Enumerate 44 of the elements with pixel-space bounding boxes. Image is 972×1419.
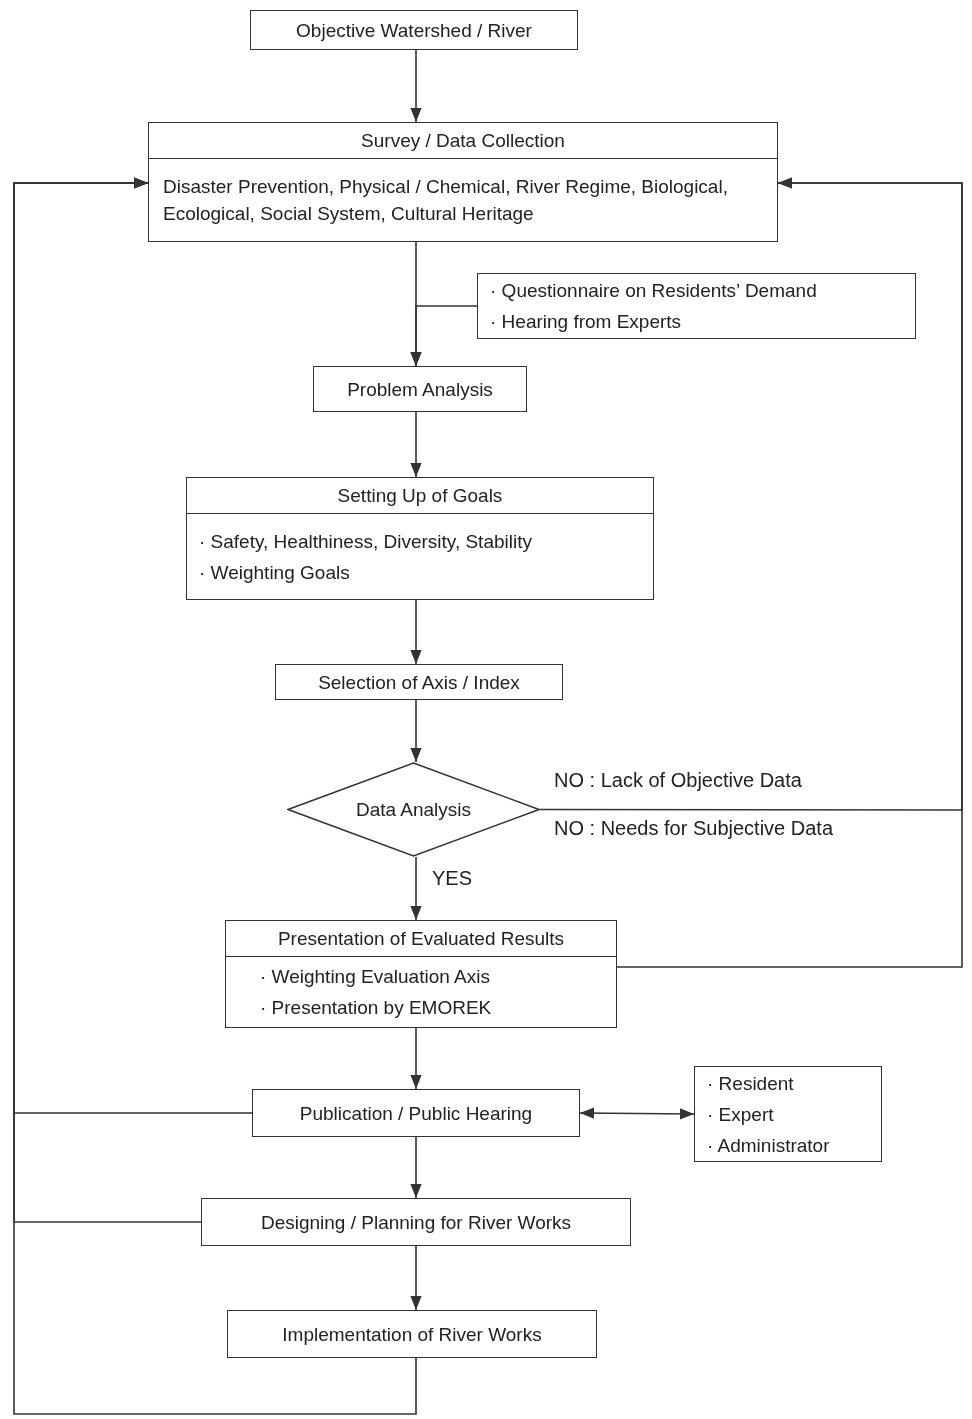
box-text: · Resident <box>706 1071 795 1096</box>
arrow <box>410 49 422 123</box>
arrow <box>579 1107 695 1120</box>
decision-diamond <box>287 762 540 857</box>
box-text: · Hearing from Experts <box>489 310 683 334</box>
process-box <box>186 477 654 600</box>
arrow <box>13 177 417 1415</box>
box-text: · Expert <box>706 1102 775 1127</box>
process-box <box>313 366 527 412</box>
arrow <box>410 699 422 763</box>
process-box <box>275 664 563 700</box>
box-text: Objective Watershed / River <box>295 18 533 43</box>
box-text: Publication / Public Hearing <box>298 1101 534 1126</box>
box-text: · Presentation by EMOREK <box>259 996 493 1020</box>
box-text: Data Analysis <box>354 798 473 822</box>
arrow <box>616 177 963 968</box>
process-box <box>250 10 578 50</box>
box-text: Disaster Prevention, Physical / Chemical, River Regime, Biological, Ecological, Social System, Cultural Heritage <box>162 175 729 226</box>
arrow <box>410 305 478 367</box>
box-heading: Setting Up of Goals <box>187 478 653 514</box>
arrow <box>410 411 422 478</box>
box-text: · Safety, Healthiness, Diversity, Stability <box>198 529 533 554</box>
arrow <box>410 1245 422 1311</box>
process-box <box>477 273 916 339</box>
process-box <box>201 1198 631 1246</box>
box-heading: Survey / Data Collection <box>149 123 777 159</box>
box-text: Selection of Axis / Index <box>317 670 521 695</box>
box-text: Problem Analysis <box>346 377 494 402</box>
arrow <box>410 1136 422 1199</box>
box-text: · Administrator <box>706 1133 831 1158</box>
arrow <box>410 856 422 921</box>
process-box <box>694 1066 882 1162</box>
box-text: Implementation of River Works <box>281 1322 543 1347</box>
process-box <box>225 920 617 1028</box>
process-box <box>148 122 778 242</box>
box-text: · Weighting Goals <box>198 560 351 585</box>
process-box <box>252 1089 580 1137</box>
process-box <box>227 1310 597 1358</box>
box-text: · Weighting Evaluation Axis <box>259 965 491 989</box>
box-text: Designing / Planning for River Works <box>259 1210 573 1235</box>
box-text: · Questionnaire on Residents’ Demand <box>489 279 818 303</box>
arrow <box>410 1027 422 1090</box>
box-heading: Presentation of Evaluated Results <box>226 921 616 957</box>
arrow <box>410 599 422 665</box>
